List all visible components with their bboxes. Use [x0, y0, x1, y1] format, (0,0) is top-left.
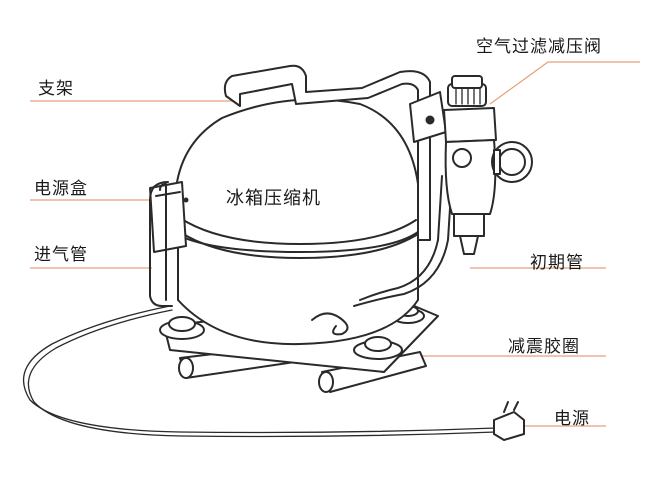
compressor-seam — [179, 217, 417, 245]
shock-rubber-mounts — [159, 305, 425, 360]
intake-pipe-label: 进气管 — [34, 245, 88, 265]
power-cord — [22, 305, 497, 434]
shock-rubber-label: 减震胶圈 — [508, 337, 580, 357]
initial-pipe — [359, 175, 443, 301]
initial-pipe-label: 初期管 — [530, 253, 584, 273]
junction-box-label: 电源盒 — [34, 179, 88, 199]
pressure-valve-label: 空气过滤减压阀 — [476, 37, 602, 57]
process-pipe — [311, 312, 349, 336]
intake-pipe — [149, 181, 173, 307]
compressor-dome — [174, 98, 421, 253]
bracket-label: 支架 — [38, 79, 74, 99]
power-label: 电源 — [554, 409, 590, 429]
leader-pressure-valve — [489, 61, 640, 105]
bracket — [223, 64, 431, 241]
power-plug — [493, 401, 525, 441]
compressor-label: 冰箱压缩机 — [226, 188, 321, 209]
pressure-valve — [409, 75, 533, 255]
junction-box — [149, 181, 189, 253]
